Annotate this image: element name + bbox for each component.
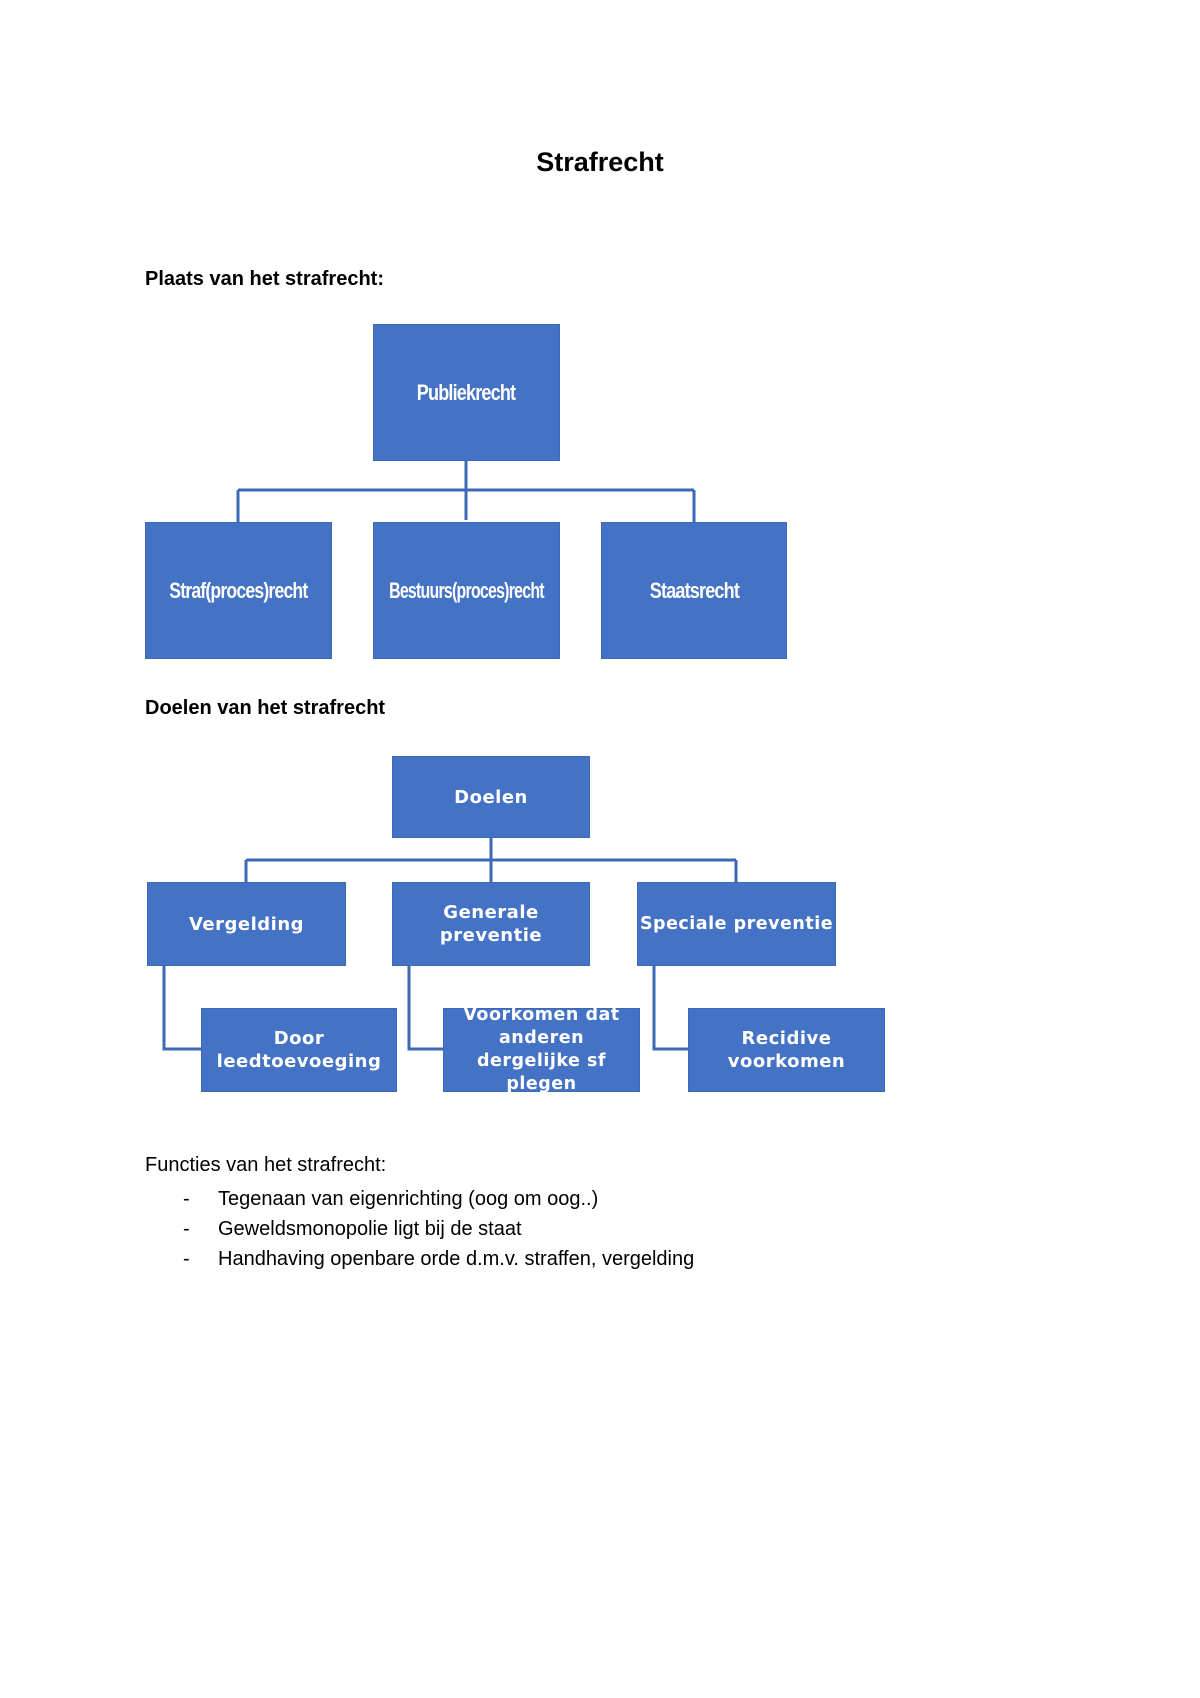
doelen-elbow-line-1 xyxy=(162,966,201,1051)
node-label: Door leedtoevoeging xyxy=(216,1028,382,1072)
node-generale-preventie: Generale preventie xyxy=(392,882,590,966)
page-title: Strafrecht xyxy=(536,147,664,177)
plaats-heading: Plaats van het strafrecht: xyxy=(145,268,384,290)
doelen-elbow-line-3 xyxy=(652,966,688,1051)
node-label: Staatsrecht xyxy=(649,577,739,603)
list-item-text: Handhaving openbare orde d.m.v. straffen… xyxy=(218,1248,695,1270)
list-item-text: Geweldsmonopolie ligt bij de staat xyxy=(218,1218,522,1240)
node-vergelding: Vergelding xyxy=(147,882,346,966)
doelen-heading: Doelen van het strafrecht xyxy=(145,697,386,719)
node-label: Publiekrecht xyxy=(417,379,516,405)
node-label: Vergelding xyxy=(188,913,305,935)
node-bestuursprocesrecht: Bestuurs(proces)recht xyxy=(373,522,560,659)
node-label: Voorkomen dat anderen dergelijke sf pleg… xyxy=(463,1005,620,1094)
node-doelen: Doelen xyxy=(392,756,590,838)
bullet-dash: - xyxy=(183,1218,190,1240)
node-label: Generale preventie xyxy=(439,902,543,946)
node-label: Recidive voorkomen xyxy=(727,1028,846,1072)
bullet-dash: - xyxy=(183,1188,190,1210)
list-item: - Handhaving openbare orde d.m.v. straff… xyxy=(145,1244,694,1274)
functies-heading: Functies van het strafrecht: xyxy=(145,1154,387,1176)
node-door-leedtoevoeging: Door leedtoevoeging xyxy=(201,1008,397,1092)
node-label: Straf(proces)recht xyxy=(169,577,308,603)
node-voorkomen-anderen: Voorkomen dat anderen dergelijke sf pleg… xyxy=(443,1005,640,1094)
doelen-elbow-line-2 xyxy=(407,966,443,1051)
node-label: Bestuurs(proces)recht xyxy=(389,577,544,603)
node-strafprocesrecht: Straf(proces)recht xyxy=(145,522,332,659)
list-item: - Tegenaan van eigenrichting (oog om oog… xyxy=(145,1184,694,1214)
bullet-dash: - xyxy=(183,1248,190,1270)
node-publiekrecht: Publiekrecht xyxy=(373,324,560,461)
node-label: Speciale preventie xyxy=(639,913,834,934)
list-item-text: Tegenaan van eigenrichting (oog om oog..… xyxy=(218,1188,599,1210)
node-label: Doelen xyxy=(454,786,528,808)
list-item: - Geweldsmonopolie ligt bij de staat xyxy=(145,1214,694,1244)
node-recidive-voorkomen: Recidive voorkomen xyxy=(688,1008,885,1092)
node-speciale-preventie: Speciale preventie xyxy=(637,882,836,966)
node-staatsrecht: Staatsrecht xyxy=(601,522,787,659)
functies-list: - Tegenaan van eigenrichting (oog om oog… xyxy=(145,1184,694,1274)
